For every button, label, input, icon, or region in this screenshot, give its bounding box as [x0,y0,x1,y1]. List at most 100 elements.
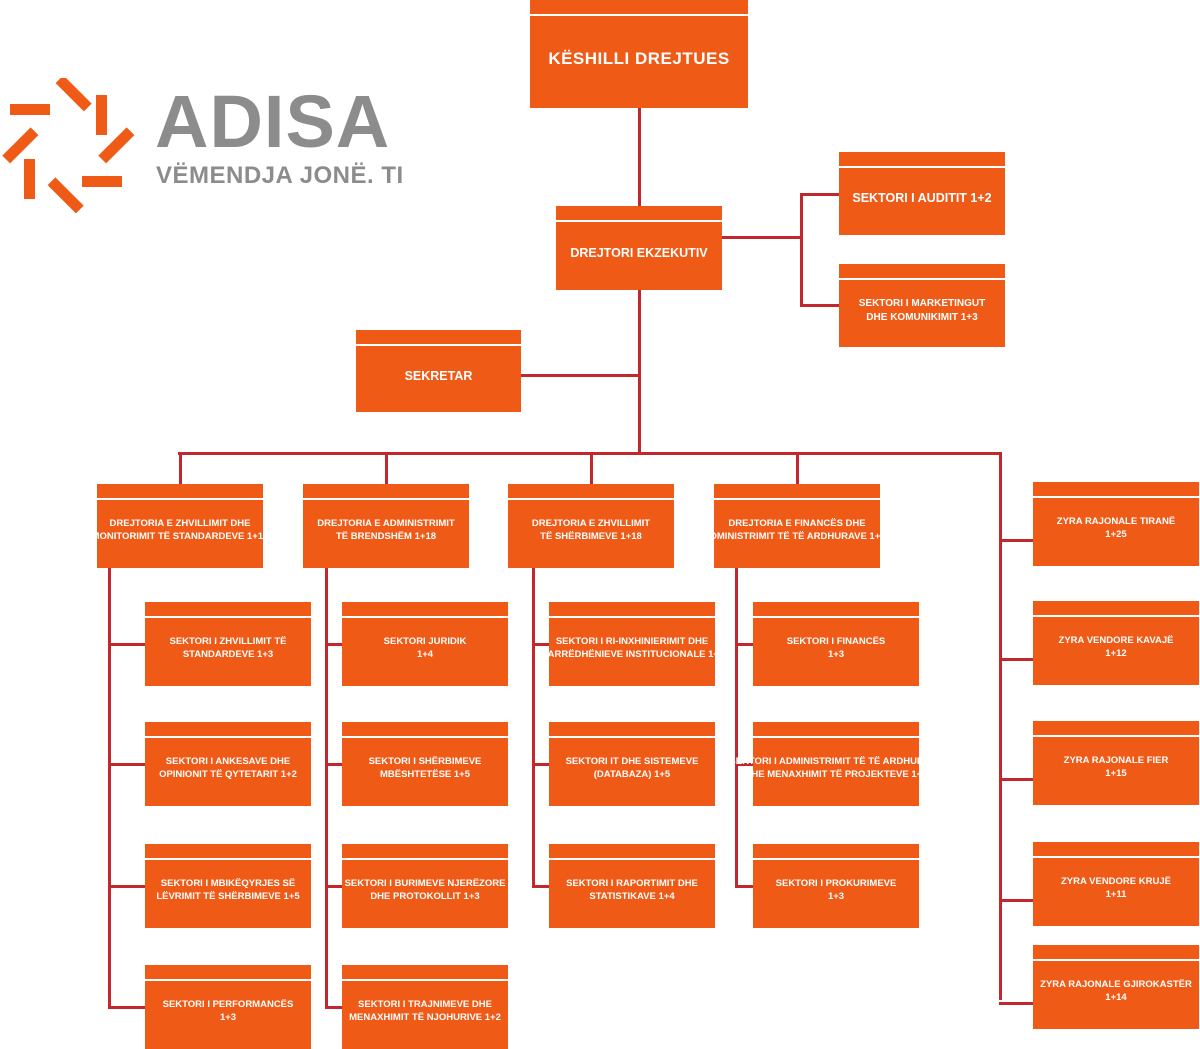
directorate-box-label: DREJTORIA E FINANCËS DHE [728,518,866,530]
directorate-box-label: MONITORIMIT TË STANDARDEVE 1+17 [91,531,269,542]
office-box-label: ZYRA VENDORE KRUJË [1061,876,1171,888]
sector-link-line [108,643,145,646]
directorate-drop-line [179,452,182,486]
sector-box-label: 1+3 [827,649,845,660]
office-link-line [999,778,1035,781]
sector-box-label: SEKTORI I ZHVILLIMIT TË [169,636,287,648]
sector-box-label: SEKTORI IT DHE SISTEMEVE [565,756,699,768]
directorate-box-label: ADMINISTRIMIT TË TË ARDHURAVE 1+12 [703,531,891,542]
office-box-label: 1+25 [1105,529,1127,540]
office-box-label: 1+11 [1105,889,1127,900]
executive-trunk-line [638,290,641,452]
audit-box: SEKTORI I AUDITIT 1+2 [839,152,1005,235]
board-box: KËSHILLI DREJTUES [530,0,748,108]
sector-link-line [325,763,342,766]
sector-box-label: 1+3 [219,1012,237,1023]
sector-box-label: SEKTORI I RI-INXHINIERIMIT DHE [555,636,709,648]
office-link-line [999,658,1035,661]
sector-box-label: STANDARDEVE 1+3 [182,649,274,660]
sector-box-label: SEKTORI I BURIMEVE NJERËZORE [344,878,506,890]
directorate-box-label: TË BRENDSHËM 1+18 [335,531,437,542]
sector-box-label: SEKTORI I RAPORTIMIT DHE [566,878,698,890]
marketing-box: SEKTORI I MARKETINGUT DHE KOMUNIKIMIT 1+3 [839,264,1005,347]
sector-box-label: DHE PROTOKOLLIT 1+3 [370,891,480,902]
marketing-link-line [800,304,840,307]
marketing-box-label: SEKTORI I MARKETINGUT [858,298,986,309]
sector-box-label: SEKTORI I FINANCËS [786,636,886,648]
sector-box-label: SEKTORI I PROKURIMEVE [775,878,897,890]
sector-box-label: DHE MENAXHIMIT TË PROJEKTEVE 1+3 [744,769,928,780]
sector-box-label: SEKTORI JURIDIK [383,636,467,648]
sector-box-label: MBËSHTETËSE 1+5 [379,769,470,780]
staff-vertical-line [800,193,803,306]
secretary-box: SEKRETAR [356,330,521,412]
marketing-box-label: DHE KOMUNIKIMIT 1+3 [866,311,978,323]
office-box-label: ZYRA VENDORE KAVAJË [1058,635,1174,647]
sector-box-label: 1+3 [827,891,845,902]
sector-link-line [735,643,753,646]
office-box-label: ZYRA RAJONALE GJIROKASTËR [1040,979,1192,991]
office-box-label: ZYRA RAJONALE TIRANË [1056,516,1176,528]
board-to-executive-line [638,108,641,208]
secretary-box-label: SEKRETAR [404,368,473,383]
directorate-box-label: DREJTORIA E ZHVILLIMIT DHE [109,518,251,530]
office-link-line [999,899,1035,902]
sector-box-label: SEKTORI I MBIKËQYRJES SË [160,878,296,890]
sector-box-label: 1+4 [416,649,434,660]
sector-box-label: SEKTORI I TRAJNIMEVE DHE [358,999,492,1011]
directorate-spine-line [325,568,328,1008]
secretary-link-line [520,374,640,377]
executive-box-label: DREJTORI EKZEKUTIV [570,245,708,260]
directorate-spine-line [532,568,535,887]
audit-link-line [800,193,840,196]
sector-box-label: (DATABAZA) 1+5 [593,769,671,780]
office-box-label: ZYRA RAJONALE FIER [1063,755,1169,767]
board-box-label: KËSHILLI DREJTUES [548,48,730,68]
office-link-line [999,1002,1035,1005]
office-box-label: 1+14 [1105,992,1127,1003]
directorate-box-label: DREJTORIA E ZHVILLIMIT [531,518,651,530]
sector-link-line [108,1006,145,1009]
sector-link-line [325,885,342,888]
sector-box-label: MENAXHIMIT TË NJOHURIVE 1+2 [349,1012,501,1023]
directorate-drop-line [796,452,799,486]
offices-vertical-line [999,452,1002,1000]
sector-link-line [325,1006,342,1009]
sector-box-label: OPINIONIT TË QYTETARIT 1+2 [159,769,297,780]
sector-box-label: SEKTORI I SHËRBIMEVE [368,756,482,768]
directorate-spine-line [108,568,111,1008]
directorate-box-label: TË SHËRBIMEVE 1+18 [540,531,642,542]
adisa-logo-icon [2,78,135,214]
sector-box-label: STATISTIKAVE 1+4 [589,891,675,902]
sector-link-line [108,885,145,888]
sector-link-line [325,643,342,646]
sector-box-label: SEKTORI I ADMINISTRIMIT TË TË ARDHURAVE [729,756,943,768]
sector-link-line [108,763,145,766]
brand-tagline: VËMENDJA JONË. TI [156,162,404,189]
office-link-line [999,539,1035,542]
sector-box-label: SEKTORI I PERFORMANCËS [162,999,294,1011]
sector-box: SEKTORI IT DHE SISTEMEVE(DATABAZA) 1+5 [549,722,715,806]
sector-box-label: MARRËDHËNIEVE INSTITUCIONALE 1+6 [539,649,725,660]
sector-link-line [532,643,549,646]
directorate-box-label: DREJTORIA E ADMINISTRIMIT [317,518,455,530]
